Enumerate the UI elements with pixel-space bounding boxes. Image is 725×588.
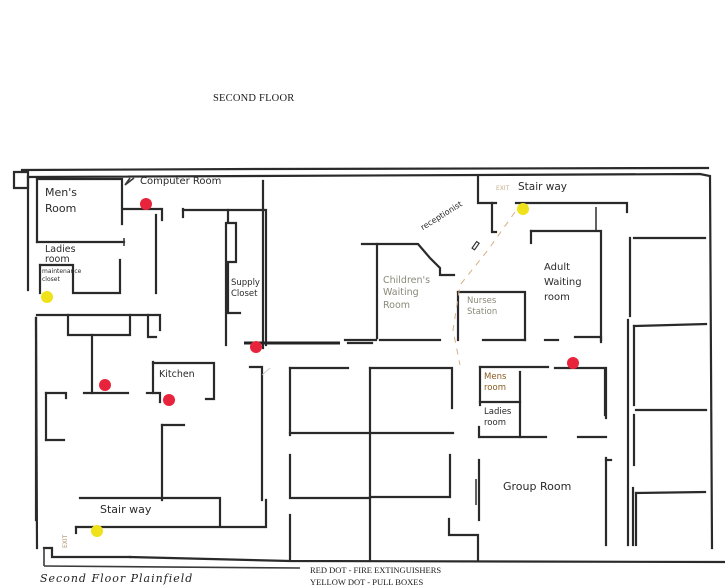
west-rooms <box>35 313 162 442</box>
exit-label-sw: EXIT <box>62 534 69 548</box>
pull-box-marker <box>41 291 53 303</box>
room-label-kitchen: Kitchen <box>159 369 195 380</box>
room-label-nurses-station: Nurses Station <box>467 296 498 318</box>
door-swing <box>124 177 135 186</box>
room-label-childrens-waiting-room: Children's Waiting Room <box>383 275 431 311</box>
room-label-computer-room: Computer Room <box>140 176 222 187</box>
room-label-mens-room-nw: Men's Room <box>45 186 77 215</box>
legend-red-dot: RED DOT - FIRE EXTINGUISHERS <box>310 565 442 575</box>
adult-waiting-walls <box>529 229 603 344</box>
room-label-supply-closet: Supply Closet <box>231 278 260 300</box>
fire-extinguisher-marker <box>250 341 262 353</box>
room-label-adult-waiting-room: Adult Waiting room <box>544 262 582 303</box>
fire-extinguisher-marker <box>140 198 152 210</box>
room-label-maintenance-closet: maintenance closet <box>42 268 82 283</box>
room-label-stairway-sw: Stair way <box>100 503 152 516</box>
ladies-room-walls <box>38 258 122 295</box>
childrens-waiting-walls <box>343 242 456 342</box>
room-label-group-room: Group Room <box>503 480 572 493</box>
room-label-ladies-room-center: Ladies room <box>484 407 512 428</box>
pull-box-marker <box>91 525 103 537</box>
legend-yellow-dot: YELLOW DOT - PULL BOXES <box>310 577 424 586</box>
southwest-stairway-walls <box>74 496 268 535</box>
northeast-stairway-walls <box>476 175 629 234</box>
center-restrooms-walls <box>477 365 613 547</box>
reception-desk <box>471 240 480 251</box>
fire-extinguisher-marker <box>99 379 111 391</box>
east-rooms <box>604 236 708 547</box>
center-rooms <box>288 366 480 562</box>
outer-walls <box>12 166 725 569</box>
fire-extinguisher-marker <box>163 394 175 406</box>
footer-caption: Second Floor Plainfield <box>40 572 194 585</box>
pull-box-marker <box>517 203 529 215</box>
page-title: SECOND FLOOR <box>213 93 295 104</box>
mens-room-walls <box>35 177 126 246</box>
room-label-ladies-room-west: Ladies room <box>45 244 76 265</box>
room-label-mens-room-center: Mens room <box>484 372 507 393</box>
room-label-stairway-ne: Stair way <box>518 181 568 193</box>
kitchen-walls <box>145 360 264 502</box>
exit-label-ne: EXIT <box>496 185 510 192</box>
fire-extinguisher-marker <box>567 357 579 369</box>
nurses-station-walls <box>456 290 527 342</box>
evacuation-path <box>452 211 516 366</box>
